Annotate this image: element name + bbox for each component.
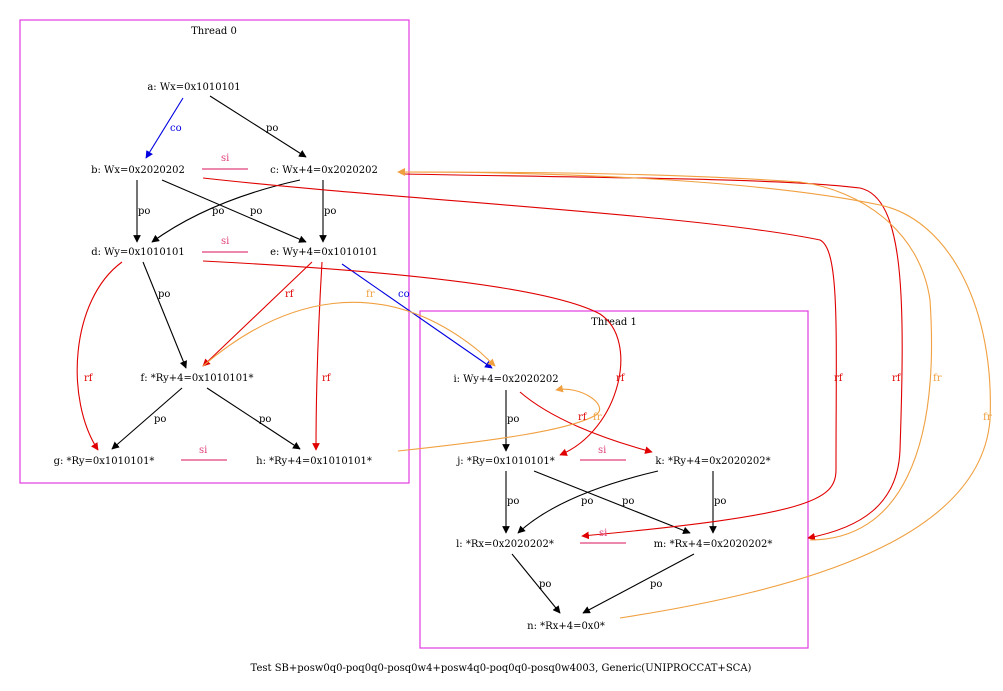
fr-edge-h-k — [397, 384, 600, 452]
label-po-a-c: po — [266, 123, 278, 134]
po-edges — [111, 95, 717, 614]
po-edge-c-d — [151, 179, 301, 243]
label-fr-f-i: fr — [366, 289, 375, 300]
fr-edge-n-c — [397, 168, 991, 619]
node-c: c: Wx+4=0x2020202 — [270, 165, 378, 176]
node-m: m: *Rx+4=0x2020202* — [654, 539, 773, 550]
label-si-jk: si — [598, 445, 606, 456]
label-po-c-e: po — [324, 206, 336, 217]
label-po-c-d: po — [212, 206, 224, 217]
label-po-k-m: po — [714, 496, 726, 507]
label-fr-n-c: fr — [983, 412, 992, 423]
label-rf-c-m: rf — [892, 373, 902, 384]
label-rf-i-k: rf — [578, 412, 588, 423]
po-edge-a-c — [209, 95, 307, 158]
label-po-m-n: po — [650, 579, 662, 590]
nodes: a: Wx=0x1010101 b: Wx=0x2020202 c: Wx+4=… — [54, 82, 773, 632]
po-edge-d-f — [142, 261, 187, 369]
si-markers — [181, 168, 626, 544]
label-si-de: si — [221, 236, 229, 247]
edge-labels: co po si po po po po si po rf fr co rf r… — [84, 123, 992, 590]
node-f: f: *Ry+4=0x1010101* — [141, 373, 254, 384]
label-po-b-d: po — [138, 206, 150, 217]
node-j: j: *Ry=0x1010101* — [456, 456, 555, 467]
label-rf-e-h: rf — [322, 373, 332, 384]
label-po-k-l: po — [581, 496, 593, 507]
node-n: n: *Rx+4=0x0* — [527, 621, 605, 632]
rf-edge-e-h — [312, 261, 323, 451]
label-rf-d-j: rf — [616, 373, 626, 384]
co-edge-a-b — [145, 97, 184, 159]
label-fr-m-c: fr — [933, 373, 942, 384]
po-edge-k-l — [517, 470, 659, 534]
node-l: l: *Rx=0x2020202* — [456, 539, 554, 550]
node-i: i: Wy+4=0x2020202 — [453, 374, 558, 385]
label-si-lm: si — [599, 528, 607, 539]
rf-edge-c-m — [404, 173, 903, 541]
co-edge-e-i — [341, 263, 493, 369]
label-rf-d-g: rf — [84, 373, 94, 384]
po-edge-j-m — [533, 470, 691, 535]
label-po-b-e: po — [250, 206, 262, 217]
thread1-title: Thread 1 — [591, 317, 637, 328]
label-po-l-n: po — [539, 579, 551, 590]
label-po-d-f: po — [158, 289, 170, 300]
po-edge-m-n — [582, 553, 695, 614]
rf-edge-d-j — [202, 260, 622, 456]
node-a: a: Wx=0x1010101 — [147, 82, 240, 93]
node-d: d: Wy=0x1010101 — [91, 247, 185, 258]
label-po-j-m: po — [622, 496, 634, 507]
po-edge-f-h — [206, 387, 301, 450]
rf-edge-e-f — [202, 261, 313, 367]
label-rf-b-l: rf — [834, 373, 844, 384]
label-po-f-g: po — [154, 414, 166, 425]
thread1-cluster — [419, 310, 809, 649]
label-po-j-l: po — [507, 496, 519, 507]
label-po-f-h: po — [259, 414, 271, 425]
node-h: h: *Ry+4=0x1010101* — [256, 456, 372, 467]
label-si-bc: si — [221, 153, 229, 164]
label-fr-h-k: fr — [593, 412, 602, 423]
rf-edge-i-k — [519, 391, 653, 454]
fr-edges — [202, 168, 991, 619]
po-edge-f-g — [111, 387, 183, 450]
co-edges — [145, 97, 493, 369]
fr-edge-m-c — [397, 168, 933, 541]
diagram-caption: Test SB+posw0q0-poq0q0-posq0w4+posw4q0-p… — [251, 663, 752, 674]
thread0-title: Thread 0 — [191, 26, 237, 37]
label-po-i-j: po — [507, 414, 519, 425]
rf-edge-b-l — [202, 177, 837, 540]
po-edge-b-e — [161, 179, 307, 243]
label-co-e-i: co — [398, 289, 410, 300]
label-co-a-b: co — [170, 123, 182, 134]
thread0-cluster — [19, 19, 410, 484]
rf-edge-d-g — [76, 261, 123, 451]
label-si-gh: si — [199, 445, 207, 456]
node-e: e: Wy+4=0x1010101 — [270, 247, 378, 258]
rf-edges — [76, 173, 903, 541]
po-edge-l-n — [511, 553, 561, 614]
fr-edge-f-i — [202, 301, 496, 367]
node-g: g: *Ry=0x1010101* — [54, 456, 155, 467]
label-rf-e-f: rf — [285, 289, 295, 300]
node-b: b: Wx=0x2020202 — [91, 165, 185, 176]
node-k: k: *Ry+4=0x2020202* — [655, 456, 770, 467]
